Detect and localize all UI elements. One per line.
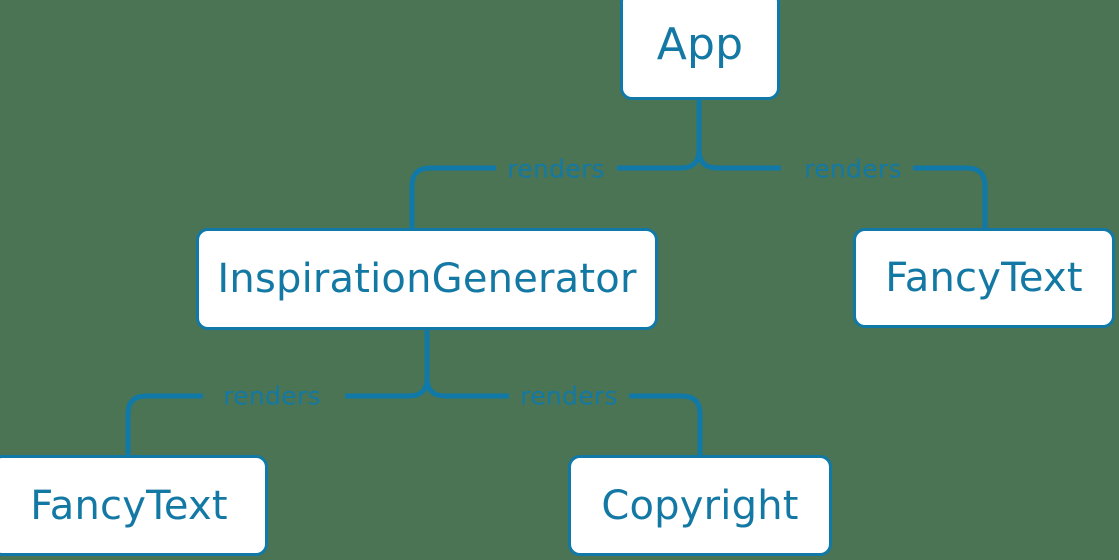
edge-ig-fork-left	[345, 377, 430, 399]
edge-label-inspirationgenerator-to-copyright: renders	[520, 381, 618, 411]
edge-label-inspirationgenerator-to-fancytext: renders	[223, 381, 321, 411]
node-copyright-label: Copyright	[601, 482, 799, 529]
node-fancytext-right-label: FancyText	[885, 255, 1083, 301]
node-fancytext-bottom[interactable]: FancyText	[0, 455, 268, 556]
node-app-label: App	[656, 19, 744, 70]
edge-ig-fork-right	[424, 377, 509, 399]
edge-ig-to-copyright	[629, 393, 703, 455]
node-copyright[interactable]: Copyright	[568, 455, 832, 556]
node-fancytext-bottom-label: FancyText	[30, 482, 228, 529]
edge-app-fork-right	[696, 149, 781, 171]
edge-app-to-fancytext-right	[913, 165, 988, 228]
node-app[interactable]: App	[620, 0, 780, 100]
node-inspiration-generator-label: InspirationGenerator	[217, 256, 637, 302]
node-fancytext-right[interactable]: FancyText	[853, 228, 1115, 328]
edge-app-to-inspirationgenerator	[409, 165, 496, 228]
edge-label-app-to-inspirationgenerator: renders	[507, 154, 605, 184]
edge-ig-to-fancytext-bottom	[125, 393, 203, 455]
edge-label-app-to-fancytext: renders	[804, 154, 902, 184]
edge-app-fork-left	[617, 149, 702, 171]
node-inspiration-generator[interactable]: InspirationGenerator	[196, 228, 658, 330]
